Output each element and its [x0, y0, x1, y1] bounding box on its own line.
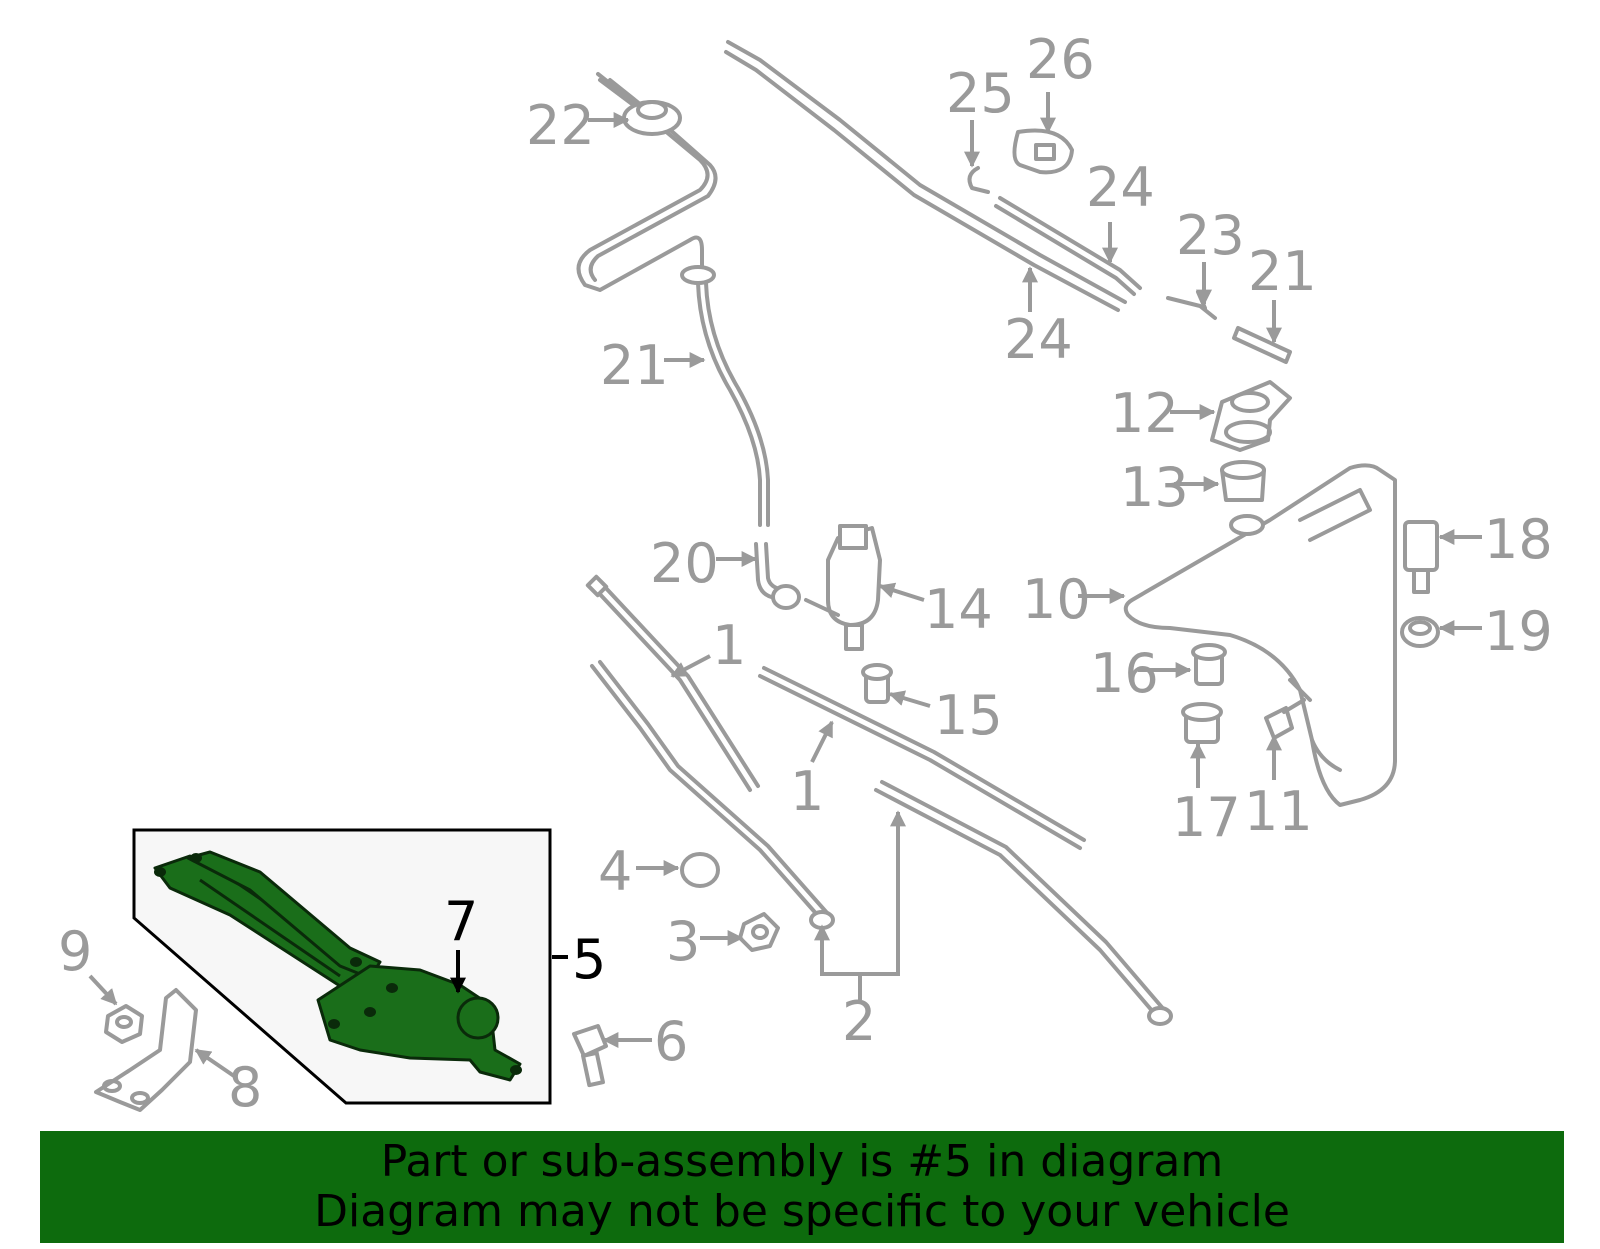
callout-23: 23	[1176, 204, 1245, 267]
callout-2: 2	[842, 990, 876, 1053]
info-banner: Part or sub-assembly is #5 in diagram Di…	[40, 1131, 1564, 1243]
callout-8: 8	[228, 1056, 262, 1119]
grommet-16	[1191, 643, 1227, 686]
callout-1-upper: 1	[712, 614, 746, 677]
callout-19: 19	[1484, 600, 1553, 663]
leader-lines	[88, 92, 1482, 1078]
callout-6: 6	[654, 1010, 688, 1073]
cap-4	[680, 852, 720, 888]
nozzle-26	[1012, 128, 1074, 175]
callout-5: 5	[572, 928, 606, 991]
grommet-19	[1400, 616, 1440, 648]
callout-16: 16	[1090, 642, 1159, 705]
wiper-arm-2-right	[874, 780, 1173, 1026]
washer-nozzle-22	[596, 72, 682, 136]
callout-11: 11	[1244, 780, 1313, 843]
connector-23	[1166, 290, 1217, 320]
callout-4: 4	[598, 840, 632, 903]
wiper-blade-1-right	[758, 666, 1086, 850]
bracket-8	[94, 988, 198, 1112]
bolt-11	[1264, 698, 1306, 740]
callout-15: 15	[934, 684, 1003, 747]
callout-1-lower: 1	[790, 760, 824, 823]
hose-21-short	[1232, 326, 1292, 364]
filler-neck-13	[1220, 460, 1266, 502]
callout-17: 17	[1172, 786, 1241, 849]
washer-hose-21-long	[680, 265, 770, 527]
bolt-6	[572, 1024, 608, 1088]
callout-20: 20	[650, 532, 719, 595]
banner-line-1: Part or sub-assembly is #5 in diagram	[380, 1136, 1224, 1187]
banner-line-2: Diagram may not be specific to your vehi…	[314, 1186, 1290, 1237]
level-sensor-18	[1403, 520, 1439, 594]
callout-3: 3	[666, 910, 700, 973]
grommet-17	[1181, 702, 1223, 744]
callout-7: 7	[444, 890, 478, 953]
washer-hose-21-upper	[576, 78, 718, 292]
washer-hose-24-long	[724, 40, 1127, 312]
callout-12: 12	[1110, 382, 1179, 445]
callout-24-upper: 24	[1086, 156, 1155, 219]
hose-20	[754, 542, 801, 610]
callout-21-left: 21	[600, 334, 669, 397]
callout-26: 26	[1026, 28, 1095, 91]
nut-9	[104, 1004, 144, 1044]
callout-14: 14	[924, 578, 993, 641]
callout-21-right: 21	[1248, 240, 1317, 303]
grommet-15	[861, 663, 893, 704]
wiper-linkage-5[interactable]	[153, 850, 522, 1082]
callout-22: 22	[526, 94, 595, 157]
callout-10: 10	[1022, 568, 1091, 631]
callout-24-lower: 24	[1004, 308, 1073, 371]
callout-13: 13	[1120, 456, 1189, 519]
washer-pump-14	[804, 524, 882, 651]
washer-reservoir-10	[1123, 463, 1397, 807]
connector-25	[967, 166, 990, 194]
callout-9: 9	[58, 920, 92, 983]
washer-hose-24-short	[994, 196, 1142, 296]
nut-3	[738, 912, 780, 952]
cap-12	[1210, 380, 1292, 452]
callout-18: 18	[1484, 508, 1553, 571]
callout-25: 25	[946, 62, 1015, 125]
